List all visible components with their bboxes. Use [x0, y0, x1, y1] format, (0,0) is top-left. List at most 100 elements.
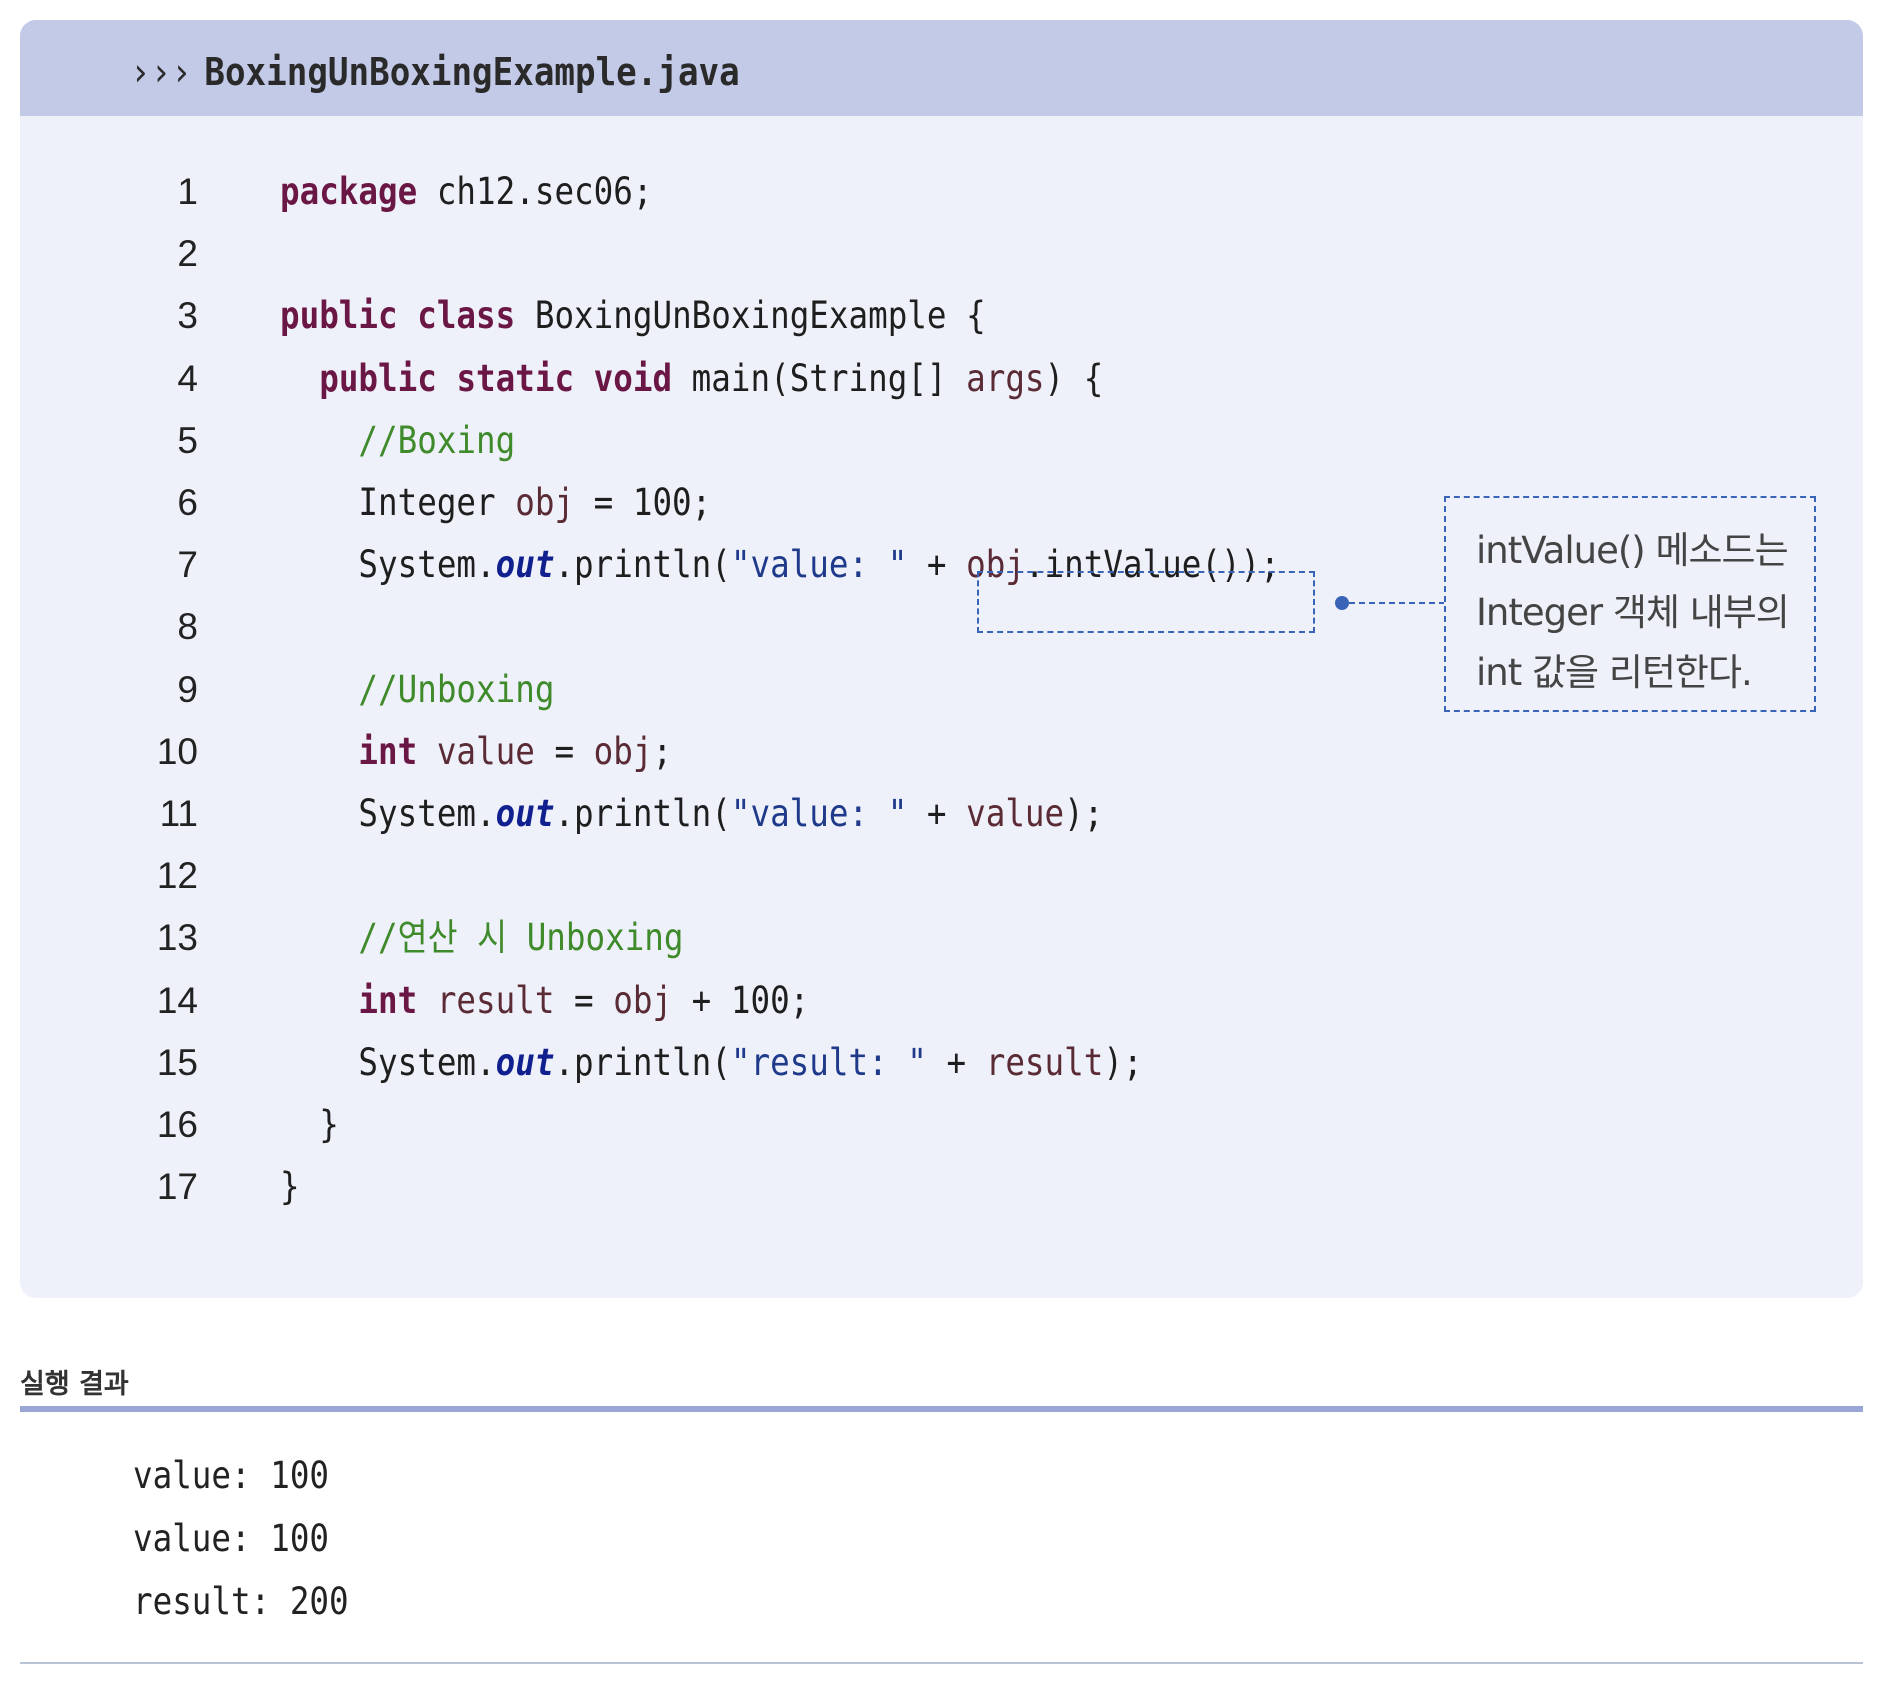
output-line: result: 200 — [133, 1580, 349, 1623]
annotation-line: intValue() 메소드는 — [1476, 529, 1789, 572]
code-token: value — [436, 729, 535, 773]
code-token — [417, 730, 437, 773]
line-number: 10 — [156, 730, 198, 772]
code-text: //Unboxing — [280, 659, 554, 721]
code-token: obj — [613, 978, 673, 1022]
code-token: args — [966, 356, 1045, 400]
code-token: System. — [280, 543, 496, 587]
code-token: .println( — [554, 1040, 731, 1084]
result-divider — [20, 1406, 1863, 1412]
code-token: public — [319, 356, 437, 400]
code-token — [280, 979, 358, 1022]
line-number: 6 — [177, 482, 198, 523]
code-text: int value = obj; — [280, 721, 672, 783]
code-token — [280, 419, 358, 462]
code-token — [398, 294, 418, 337]
code-token: .intValue()); — [1024, 543, 1280, 587]
annotation-line: Integer 객체 내부의 — [1476, 591, 1790, 634]
code-token: + — [926, 1040, 986, 1084]
code-token: System. — [280, 1040, 496, 1084]
code-token: out — [495, 543, 555, 587]
code-token: + 100; — [672, 978, 810, 1022]
code-token: } — [280, 1165, 300, 1209]
line-number: 9 — [177, 668, 198, 710]
code-text: } — [280, 1094, 339, 1156]
code-token: ; — [652, 729, 673, 773]
leader-dot — [1335, 596, 1349, 610]
code-token: int — [358, 978, 418, 1022]
code-token: out — [495, 1040, 555, 1084]
code-token — [280, 916, 358, 959]
chevrons-icon: ››› — [130, 50, 192, 94]
code-token: obj — [966, 543, 1025, 587]
result-title: 실행 결과 — [20, 1369, 129, 1400]
line-number: 16 — [156, 1104, 198, 1145]
code-text: System.out.println("value: " + value); — [280, 783, 1103, 845]
leader-line — [1349, 602, 1445, 604]
file-name: BoxingUnBoxingExample.java — [204, 50, 740, 94]
code-text: System.out.println("value: " + obj.intVa… — [280, 534, 1280, 596]
code-token: + — [907, 543, 967, 587]
code-token: System. — [280, 792, 496, 835]
code-text: public static void main(String[] args) { — [280, 348, 1103, 410]
code-text: public class BoxingUnBoxingExample { — [280, 285, 986, 347]
code-token: = — [534, 729, 594, 773]
code-token: obj — [593, 729, 653, 773]
code-token — [437, 357, 457, 400]
code-token: public — [280, 294, 398, 338]
code-token: } — [280, 1103, 339, 1146]
code-text: //Boxing — [280, 410, 515, 472]
line-number: 2 — [177, 233, 198, 275]
code-token: obj — [515, 481, 575, 524]
code-token: //Boxing — [358, 418, 516, 462]
line-number: 7 — [177, 544, 198, 586]
code-token: result — [985, 1040, 1104, 1084]
code-token: = — [554, 978, 614, 1022]
line-number: 8 — [177, 606, 198, 648]
highlight-box — [977, 571, 1315, 633]
code-token: out — [495, 792, 555, 835]
code-text: //연산 시 Unboxing — [280, 907, 684, 969]
file-title: ››› BoxingUnBoxingExample.java — [130, 50, 740, 94]
line-number: 11 — [159, 793, 198, 834]
code-token — [280, 357, 319, 400]
line-number: 17 — [156, 1166, 198, 1208]
code-token — [417, 979, 437, 1022]
code-text: System.out.println("result: " + result); — [280, 1032, 1142, 1094]
line-number: 4 — [177, 357, 198, 399]
output-line: value: 100 — [133, 1454, 330, 1497]
line-number: 13 — [156, 917, 198, 959]
output-line: value: 100 — [133, 1517, 330, 1560]
line-number: 3 — [177, 295, 198, 337]
code-text: Integer obj = 100; — [280, 472, 711, 534]
code-card-header: ››› BoxingUnBoxingExample.java — [20, 20, 1863, 116]
code-token: Integer — [280, 481, 516, 524]
code-token: "value: " — [730, 543, 908, 587]
code-token: + — [907, 792, 967, 835]
code-token: "value: " — [730, 792, 908, 835]
code-token: ); — [1064, 792, 1104, 835]
code-token: //연산 시 Unboxing — [358, 916, 684, 960]
code-token: main(String[] — [672, 356, 967, 400]
line-number: 1 — [177, 171, 198, 212]
code-text: int result = obj + 100; — [280, 970, 809, 1032]
line-number: 12 — [156, 855, 198, 897]
code-text: } — [280, 1156, 300, 1218]
line-number: 15 — [156, 1041, 198, 1083]
code-token: package — [280, 170, 418, 213]
code-token: = 100; — [574, 481, 712, 524]
code-token: ) { — [1044, 356, 1104, 400]
code-token: "result: " — [730, 1040, 927, 1084]
code-token: BoxingUnBoxingExample { — [515, 294, 986, 338]
code-token: void — [593, 356, 673, 400]
code-text: package ch12.sec06; — [280, 161, 652, 223]
code-card: ››› BoxingUnBoxingExample.java 1 package c… — [20, 20, 1863, 1298]
code-token — [574, 357, 594, 400]
code-token: class — [417, 294, 516, 338]
bottom-divider — [20, 1662, 1863, 1664]
annotation-box: intValue() 메소드는 Integer 객체 내부의 int 값을 리턴… — [1444, 496, 1816, 712]
line-number: 14 — [156, 979, 198, 1021]
code-token — [280, 730, 358, 773]
code-token: .println( — [554, 543, 731, 587]
annotation-line: int 값을 리턴한다. — [1476, 651, 1753, 694]
